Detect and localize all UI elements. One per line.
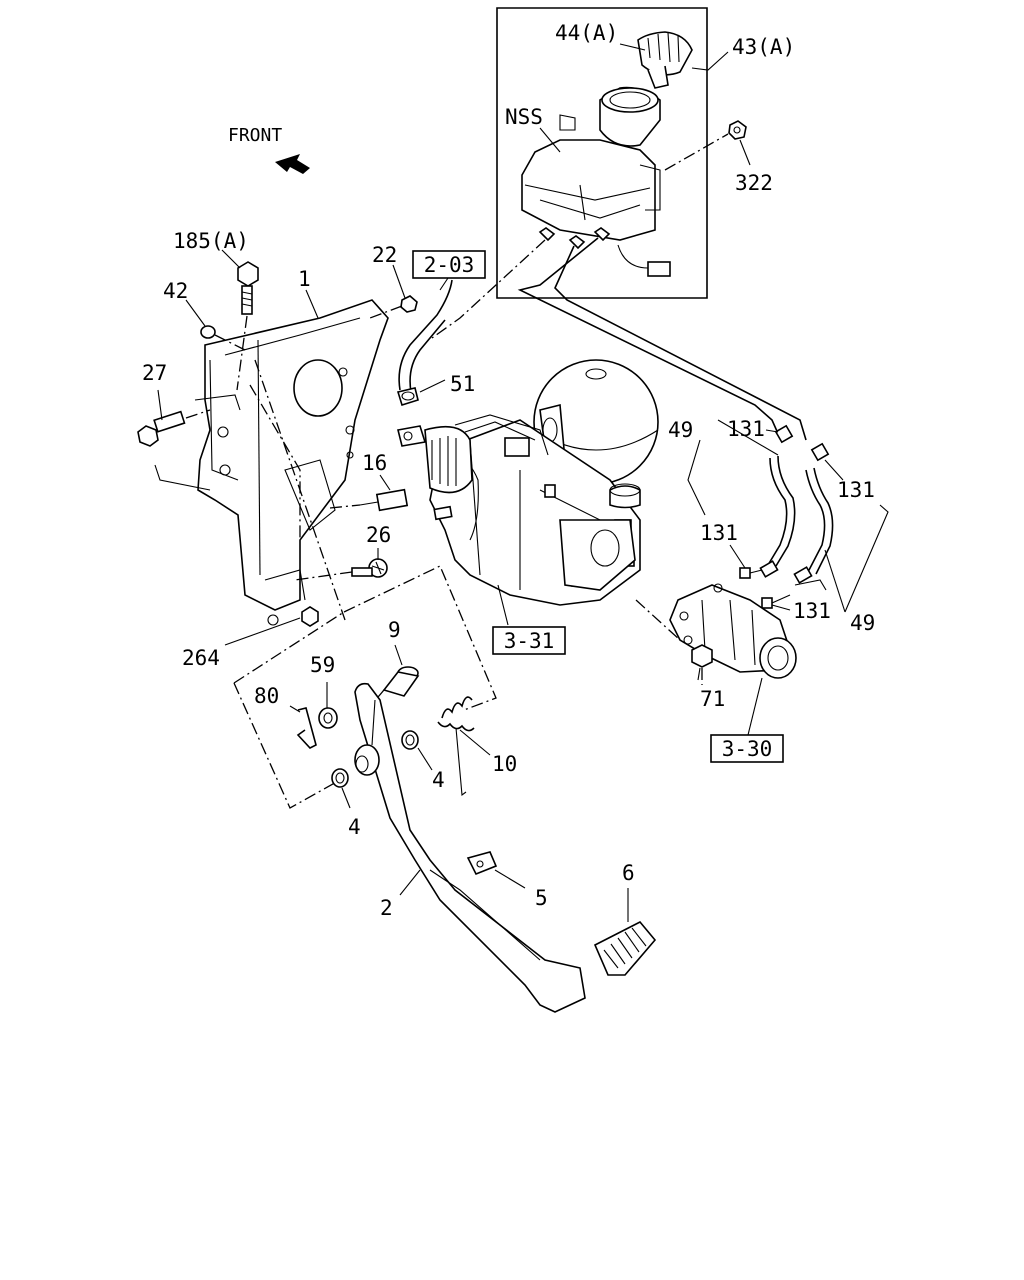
nut-264 xyxy=(301,606,319,627)
callout-44a: 44(A) xyxy=(555,21,618,45)
bolt-27 xyxy=(137,409,211,447)
callout-26: 26 xyxy=(366,523,391,547)
brake-booster-unit xyxy=(397,359,681,641)
callout-49-lower: 49 xyxy=(850,611,875,635)
ref-box-3-30: 3-30 xyxy=(710,734,784,763)
bushing-4-upper xyxy=(401,730,419,750)
reservoir-lines xyxy=(398,237,807,441)
callout-4-lower: 4 xyxy=(348,815,361,839)
front-arrow-icon xyxy=(275,154,310,174)
callout-4-upper: 4 xyxy=(432,768,445,792)
callout-322: 322 xyxy=(735,171,773,195)
callout-16: 16 xyxy=(362,451,387,475)
pivot-bolt-9 xyxy=(359,666,420,719)
nut-22 xyxy=(369,295,418,319)
pedal-bracket xyxy=(154,299,389,626)
ref-label-3-30: 3-30 xyxy=(722,737,773,761)
callout-80: 80 xyxy=(254,684,279,708)
callout-51: 51 xyxy=(450,372,475,396)
ref-label-3-31: 3-31 xyxy=(504,629,555,653)
clip-80 xyxy=(296,707,317,749)
callout-49-upper: 49 xyxy=(668,418,693,442)
callout-43a: 43(A) xyxy=(732,35,795,59)
callout-22: 22 xyxy=(372,243,397,267)
bolt-185a xyxy=(236,261,259,391)
callout-131-top: 131 xyxy=(727,417,765,441)
hose-assembly-49 xyxy=(739,424,834,609)
return-spring-10 xyxy=(437,696,475,797)
bushing-4-lower xyxy=(331,768,349,788)
stopper-5 xyxy=(466,851,498,876)
front-label: FRONT xyxy=(228,125,282,146)
reservoir-assembly xyxy=(496,7,747,299)
callout-2: 2 xyxy=(380,896,393,920)
pedal-pivot-box xyxy=(233,565,497,809)
callout-71: 71 xyxy=(700,687,725,711)
washer-59 xyxy=(318,707,338,729)
callout-1: 1 xyxy=(298,267,311,291)
bolt-26 xyxy=(294,558,388,581)
callout-131-lower: 131 xyxy=(793,599,831,623)
washer-42 xyxy=(200,325,246,351)
callout-185a: 185(A) xyxy=(173,229,249,253)
callout-5: 5 xyxy=(535,886,548,910)
switch-16 xyxy=(329,488,409,512)
callout-nss: NSS xyxy=(505,105,543,129)
ref-box-2-03: 2-03 xyxy=(412,250,486,279)
callout-labels: FRONT 44(A) 43(A) NSS 322 185(A) 22 1 42… xyxy=(142,21,875,920)
callout-59: 59 xyxy=(310,653,335,677)
master-cylinder-330 xyxy=(669,583,797,685)
pedal-pad-6 xyxy=(593,920,657,976)
callout-10: 10 xyxy=(492,752,517,776)
ref-box-3-31: 3-31 xyxy=(492,626,566,655)
callout-42: 42 xyxy=(163,279,188,303)
clip-51 xyxy=(396,387,419,407)
callout-27: 27 xyxy=(142,361,167,385)
ref-label-2-03: 2-03 xyxy=(424,253,475,277)
callout-131-mid: 131 xyxy=(700,521,738,545)
leader-lines xyxy=(157,43,889,922)
callout-9: 9 xyxy=(388,618,401,642)
callout-264: 264 xyxy=(182,646,220,670)
callout-6: 6 xyxy=(622,861,635,885)
brake-pedal-arm-2 xyxy=(354,682,586,1013)
callout-131-right: 131 xyxy=(837,478,875,502)
